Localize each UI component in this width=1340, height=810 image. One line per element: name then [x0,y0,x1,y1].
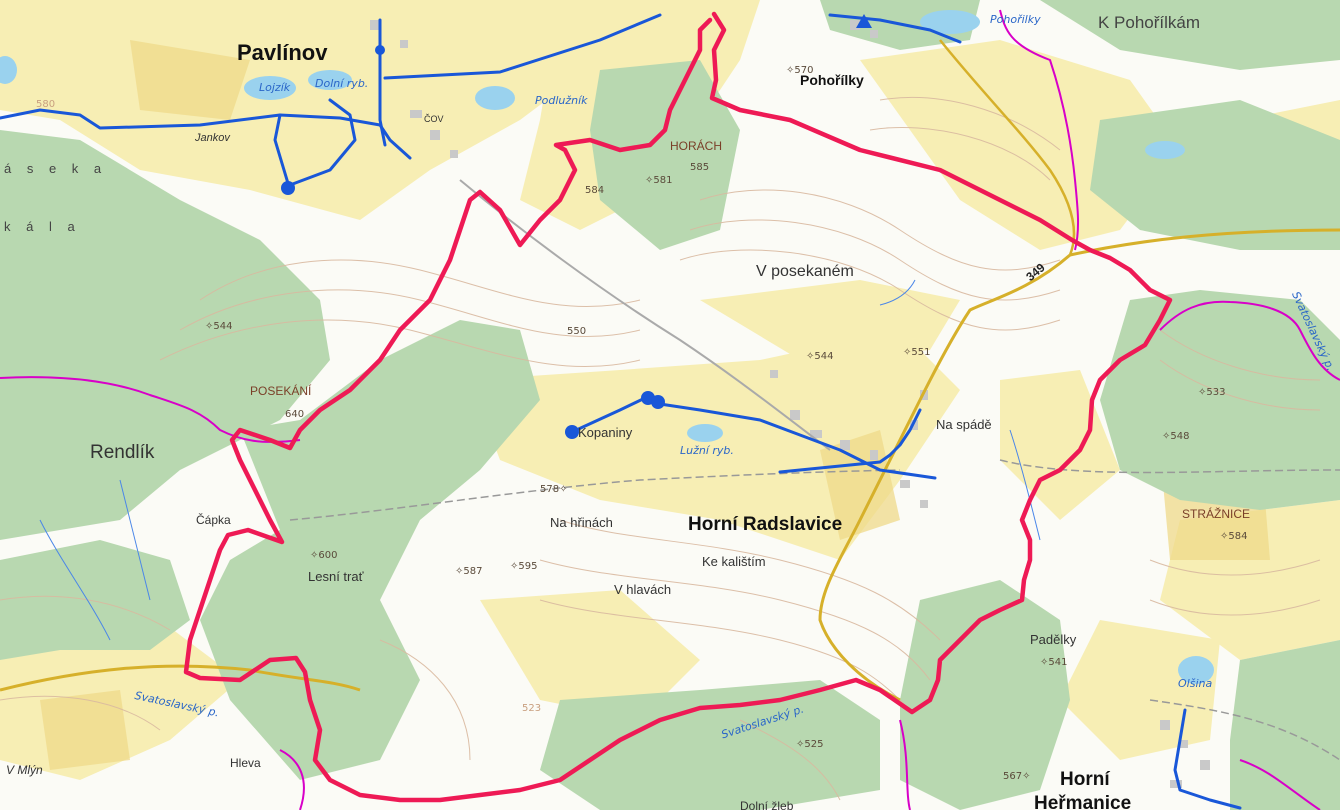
water-bodies [0,10,1214,684]
label-dolni-ryb: Dolní ryb. [315,77,369,90]
elevation-550: 550 [567,326,587,337]
label-spaced-line1: á s e k a [4,161,108,176]
label-cov: ČOV [424,114,444,124]
label-pavlinov: Pavlínov [237,40,328,65]
elevation-548: ✧548 [1162,431,1190,442]
label-jankov: Jankov [195,132,230,144]
label-ke-kalistim: Ke kalištím [702,554,766,569]
roads [0,39,1340,761]
elevation-544-north: ✧544 [806,351,834,362]
elevation-544-west: ✧544 [205,321,233,332]
water-points [281,14,872,439]
elevation-578: 578✧ [540,484,568,495]
elevation-640: 640 [285,409,305,420]
district-boundary [0,9,1340,810]
elevation-541: ✧541 [1040,657,1068,668]
elevation-584-straznice: ✧584 [1220,531,1248,542]
label-v-hlavach: V hlavách [614,582,672,597]
elevation-525: ✧525 [796,739,824,750]
elevation-523: 523 [522,703,542,714]
label-lesni-trat: Lesní trať [308,569,364,584]
label-luzni-ryb: Lužní ryb. [680,444,734,457]
label-lojzik: Lojzík [259,81,291,94]
elevation-580: 580 [36,99,56,110]
label-capka: Čápka [196,513,231,527]
streams [0,13,1242,810]
label-padelky: Padělky [1030,632,1077,647]
label-kopaniny: Kopaniny [578,425,633,440]
label-k-pohorilkam: K Pohořílkám [1098,13,1201,32]
label-dolni-zleb: Dolní žleb [740,799,794,810]
label-horni-hermanice-line2: Heřmanice [1034,793,1132,810]
label-v-mlyn: V Mlýn [6,763,43,777]
label-straznice: STRÁŽNICE [1182,507,1251,521]
label-rendlik: Rendlík [90,442,155,463]
elevation-584: 584 [585,185,605,196]
elevation-585: 585 [690,162,710,173]
small-streams [39,279,1041,641]
elevation-533: ✧533 [1198,387,1226,398]
label-pohorilky: Pohořílky [800,72,864,88]
elevation-570: ✧570 [786,65,814,76]
label-v-posekanem: V posekaném [756,263,854,280]
label-olsina: Olšina [1178,677,1213,690]
label-pohorilky-water: Pohořilky [990,13,1041,26]
route-boundary-line [183,11,1173,803]
contour-lines [0,97,1321,801]
elevation-581: ✧581 [645,175,673,186]
label-na-hrinach: Na hřinách [550,515,613,530]
elevation-595: ✧595 [510,561,538,572]
label-horni-radslavice: Horní Radslavice [688,514,843,535]
label-podluznik: Podlužník [535,94,588,107]
label-spaced-line2: k á l a [4,219,81,234]
label-na-spade: Na spádě [936,417,992,432]
label-horni-hermanice-line1: Horní [1060,769,1110,790]
elevation-587: ✧587 [455,566,483,577]
elevation-551: ✧551 [903,347,931,358]
elevation-567: 567✧ [1003,771,1031,782]
elevation-600: ✧600 [310,550,338,561]
label-horach: HORÁCH [670,139,723,153]
label-posekani: POSEKÁNÍ [250,384,312,398]
label-hleva: Hleva [230,756,261,770]
